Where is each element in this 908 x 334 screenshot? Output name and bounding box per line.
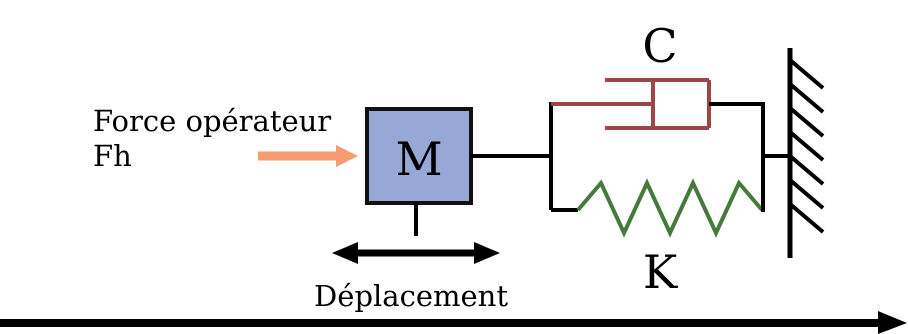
- displacement-arrow: [332, 242, 500, 264]
- displacement-label: Déplacement: [314, 279, 508, 313]
- spring-label: K: [643, 245, 679, 299]
- damper: [551, 78, 711, 130]
- axis-arrow: [0, 311, 907, 334]
- force-label-line2: Fh: [93, 139, 132, 173]
- wall: [787, 48, 825, 258]
- damper-label: C: [642, 19, 677, 73]
- spring: [576, 178, 764, 238]
- mass-label: M: [395, 132, 442, 186]
- force-arrow: [258, 145, 358, 167]
- force-label-line1: Force opérateur: [93, 104, 331, 138]
